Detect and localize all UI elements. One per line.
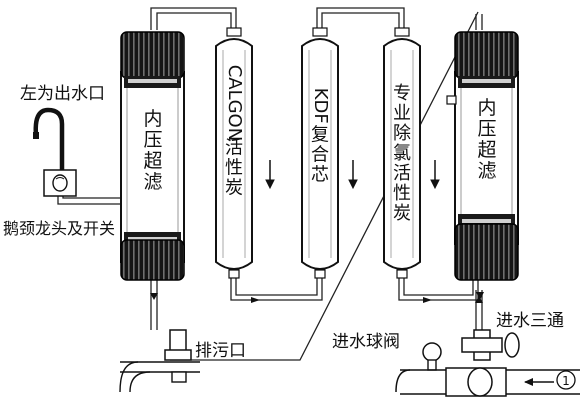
- inlet-assembly: [395, 329, 580, 397]
- pipe-uf-to-carbon: [150, 7, 237, 30]
- inlet-valve-label: 进水球阀: [332, 332, 400, 352]
- svg-text:业: 业: [393, 103, 411, 124]
- svg-text:内: 内: [477, 97, 496, 119]
- uf-cartridge-right: [446, 31, 519, 281]
- svg-text:性: 性: [225, 157, 243, 178]
- svg-text:专: 专: [393, 83, 411, 104]
- inlet-tee-label: 进水三通: [496, 311, 564, 331]
- svg-text:氯: 氯: [393, 143, 411, 164]
- uf-cartridge-left: [120, 31, 185, 281]
- pipe-carbon-to-kdf: [230, 276, 323, 301]
- svg-text:活: 活: [393, 163, 411, 184]
- drain-assembly: [119, 329, 200, 393]
- outlet-label: 左为出水口: [20, 84, 105, 104]
- svg-text:炭: 炭: [393, 203, 411, 224]
- svg-text:复: 复: [311, 125, 329, 146]
- svg-text:除: 除: [393, 123, 411, 144]
- svg-text:芯: 芯: [311, 165, 329, 186]
- drain-label: 排污口: [195, 341, 246, 361]
- filter-tube-dechlor: [383, 27, 421, 279]
- inlet-marker: 1: [562, 374, 570, 388]
- svg-text:合: 合: [311, 145, 329, 166]
- pipe-dechlor-to-uf: [398, 276, 479, 301]
- svg-text:炭: 炭: [225, 177, 243, 198]
- pipe-kdf-to-dechlor: [316, 7, 405, 30]
- flow-arrows: [150, 292, 484, 303]
- svg-text:性: 性: [393, 183, 411, 204]
- svg-text:KDF: KDF: [310, 88, 331, 124]
- svg-text:超: 超: [477, 139, 496, 161]
- svg-text:活: 活: [225, 137, 243, 158]
- internal-flow-arrows: [265, 160, 440, 190]
- svg-text:滤: 滤: [143, 171, 162, 193]
- svg-text:CALGON: CALGON: [224, 65, 245, 142]
- gooseneck-faucet: [33, 107, 77, 197]
- svg-text:压: 压: [143, 129, 162, 151]
- svg-text:滤: 滤: [477, 160, 496, 182]
- faucet-label: 鹅颈龙头及开关: [3, 219, 115, 238]
- svg-text:内: 内: [143, 108, 162, 130]
- svg-text:压: 压: [477, 118, 496, 140]
- filter-tube-carbon: [215, 27, 253, 279]
- filter-tube-kdf: [301, 27, 339, 279]
- svg-text:超: 超: [143, 150, 162, 172]
